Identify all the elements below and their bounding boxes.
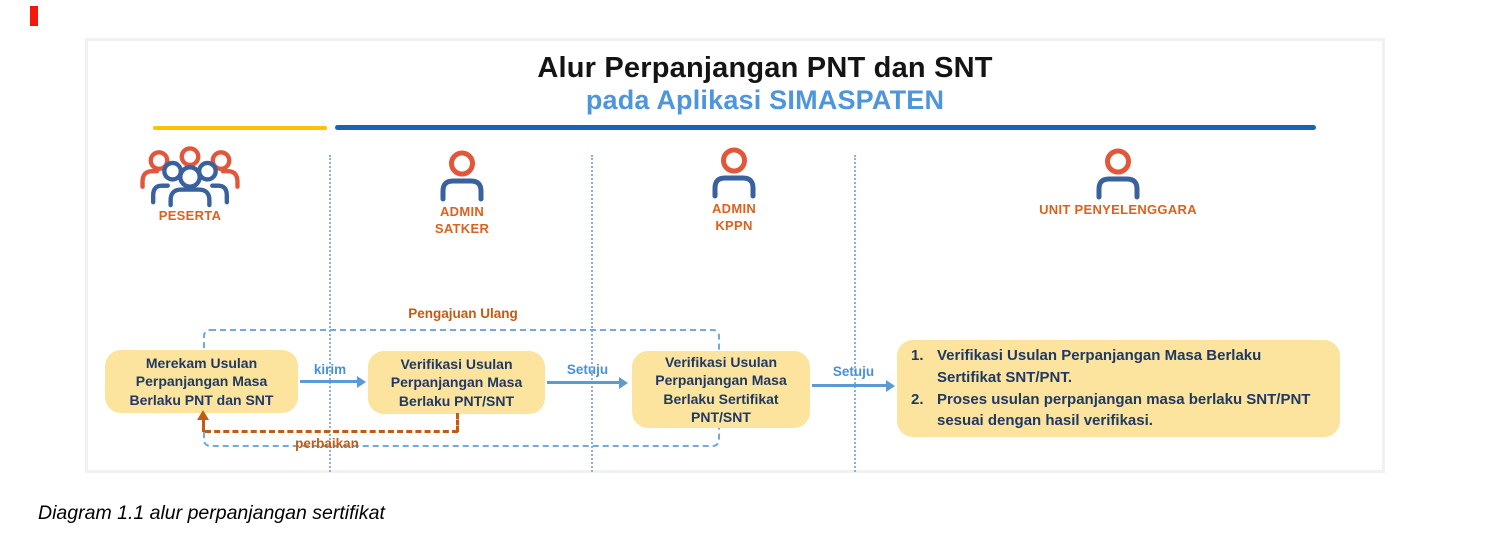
feedback-arrow-stem [202,420,205,432]
process-box-text-line: Perpanjangan Masa [390,374,523,391]
figure-caption: Diagram 1.1 alur perpanjangan sertifikat [38,502,385,524]
lane-header-unit-penyelenggara: UNIT PENYELENGGARA [1000,148,1236,219]
process-box-unit-penyelenggara: 1. Verifikasi Usulan Perpanjangan Masa B… [897,340,1340,437]
process-box-text-line: Verifikasi Usulan [664,353,778,370]
title-underline-blue [335,125,1316,130]
people-group-icon [140,146,240,208]
process-box-text-line: Berlaku PNT/SNT [398,392,515,409]
task-list-text: Proses usulan perpanjangan masa berlaku … [937,390,1311,430]
process-box-text-line: Perpanjangan Masa [135,373,268,390]
lane-label-peserta: PESERTA [158,208,222,223]
lane-label-admin-kppn-line1: ADMIN [711,201,757,216]
lane-label-admin-kppn-line2: KPPN [715,217,753,233]
process-box-text-line: Berlaku PNT dan SNT [129,391,274,408]
title-underline-yellow [153,126,327,130]
person-icon [1096,148,1140,200]
process-box-text-line: Merekam Usulan [145,354,258,371]
diagram-title: Alur Perpanjangan PNT dan SNT [537,52,993,84]
lane-label-unit-penyelenggara: UNIT PENYELENGGARA [1039,202,1197,217]
process-box-verifikasi-kppn: Verifikasi Usulan Perpanjangan Masa Berl… [632,351,810,428]
lane-header-admin-satker: ADMIN SATKER [402,150,522,238]
task-list: 1. Verifikasi Usulan Perpanjangan Masa B… [911,345,1322,432]
flow-arrow-setuju-2 [812,379,895,392]
arrow-label-kirim: kirim [313,362,347,377]
task-list-number: 1. [911,347,924,364]
lane-divider [329,155,331,472]
process-box-merekam-usulan: Merekam Usulan Perpanjangan Masa Berlaku… [105,350,298,413]
flow-arrow-setuju-1 [547,376,628,389]
task-list-text: Verifikasi Usulan Perpanjangan Masa Berl… [937,347,1262,386]
person-icon [712,147,756,199]
person-icon [440,150,484,202]
process-box-text-line: Verifikasi Usulan [400,355,513,372]
lane-label-admin-satker-line1: ADMIN [439,204,485,219]
lane-header-admin-kppn: ADMIN KPPN [674,147,794,235]
arrow-head-icon [619,376,628,389]
process-box-text-line: Perpanjangan Masa [655,372,787,389]
diagram-subtitle: pada Aplikasi SIMASPATEN [585,85,945,115]
arrow-head-icon [357,375,366,388]
process-box-verifikasi-satker: Verifikasi Usulan Perpanjangan Masa Berl… [368,351,545,414]
lane-divider [854,155,856,472]
arrow-head-icon [886,379,895,392]
process-box-text-line: PNT/SNT [691,408,751,425]
task-list-number: 2. [911,390,924,408]
process-box-text-line: Berlaku Sertifikat [663,390,779,407]
task-list-item: 1. Verifikasi Usulan Perpanjangan Masa B… [911,345,1322,389]
lane-divider [591,155,593,472]
feedback-arrow-up-icon [197,410,209,420]
lane-label-admin-satker-line2: SATKER [434,220,490,236]
arrow-shaft [547,381,621,384]
arrow-label-setuju-2: Setuju [832,364,875,379]
resubmission-loop-label: Pengajuan Ulang [408,306,518,321]
feedback-path-horizontal [205,430,458,433]
red-cursor-artifact [30,6,38,26]
flow-arrow-kirim [300,375,366,388]
feedback-label-perbaikan: perbaikan [295,436,359,451]
arrow-shaft [300,380,359,383]
lane-header-peserta: PESERTA [130,146,250,225]
arrow-shaft [812,384,888,387]
task-list-item: 2. Proses usulan perpanjangan masa berla… [911,389,1322,433]
feedback-path-vertical [456,413,459,432]
arrow-label-setuju-1: Setuju [566,362,609,377]
